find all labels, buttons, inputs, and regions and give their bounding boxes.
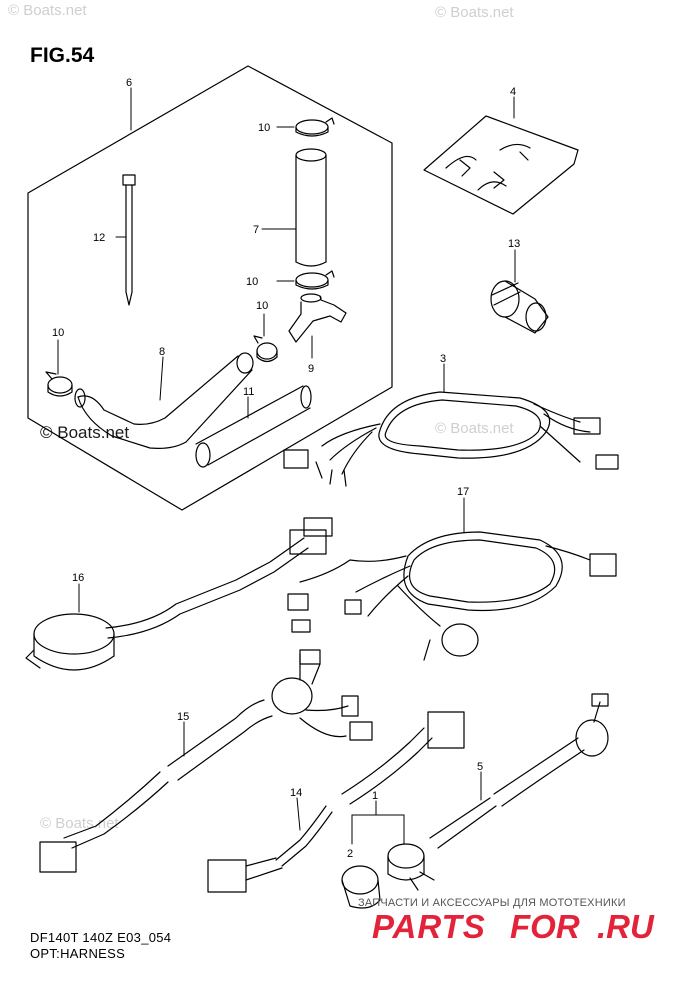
clamp-part-mid <box>295 270 335 290</box>
callout-2: 2 <box>347 848 353 860</box>
socket-2-part <box>341 865 381 909</box>
callout-16: 16 <box>72 572 84 584</box>
watermark-mid-right: © Boats.net <box>435 420 514 437</box>
brand-logo: PARTS FOR .RU <box>372 908 682 950</box>
callout-10-mid: 10 <box>246 276 258 288</box>
buzzer-16-part <box>25 517 333 671</box>
kit-outline <box>27 65 393 511</box>
bag-part <box>423 115 579 215</box>
watermark-top-right: © Boats.net <box>435 4 514 21</box>
t-fitting-part <box>288 293 347 343</box>
callout-10-top: 10 <box>258 122 270 134</box>
callout-5: 5 <box>477 761 483 773</box>
brand-part3: .RU <box>597 908 654 945</box>
footer-model-line: DF140T 140Z E03_054 <box>30 930 172 945</box>
callout-7: 7 <box>253 224 259 236</box>
harness-5-part <box>429 693 609 849</box>
callout-3: 3 <box>440 353 446 365</box>
harness-15-part <box>39 649 373 873</box>
callout-8: 8 <box>159 346 165 358</box>
clamp-part-left <box>45 371 73 397</box>
cable-tie-part <box>122 174 136 306</box>
callout-12: 12 <box>93 232 105 244</box>
harness-centre-part <box>341 711 465 805</box>
callout-10-lower: 10 <box>256 300 268 312</box>
callout-13: 13 <box>508 238 520 250</box>
promo-tagline: ЗАПЧАСТИ И АКСЕССУАРЫ ДЛЯ МОТОТЕХНИКИ <box>358 897 626 909</box>
callout-14: 14 <box>290 787 302 799</box>
bent-hose-part <box>74 352 254 449</box>
callout-labels: 6 10 12 7 10 10 10 8 9 11 4 13 3 17 16 1… <box>52 77 520 860</box>
leader-lines <box>57 87 516 845</box>
harness-3-part <box>283 391 619 487</box>
figure-title: FIG.54 <box>30 44 95 67</box>
straight-hose-part <box>195 385 312 468</box>
brand-part1: PARTS <box>372 908 486 945</box>
callout-4: 4 <box>510 86 516 98</box>
harness-17-part <box>287 531 617 661</box>
callout-9: 9 <box>308 363 314 375</box>
plug-part <box>490 280 549 334</box>
harness-14-part <box>207 805 333 893</box>
callout-10-left: 10 <box>52 327 64 339</box>
watermark-bottom-left: © Boats.net <box>40 815 119 832</box>
tube-part <box>295 148 327 267</box>
callout-6: 6 <box>126 77 132 89</box>
footer-section: OPT:HARNESS <box>30 946 126 961</box>
brand-part2: FOR <box>510 908 580 945</box>
callout-1: 1 <box>372 790 378 802</box>
callout-15: 15 <box>177 711 189 723</box>
callout-17: 17 <box>457 486 469 498</box>
watermark-top-left: © Boats.net <box>8 2 87 19</box>
callout-11: 11 <box>243 386 254 398</box>
socket-1-part <box>387 843 435 891</box>
clamp-part-top <box>295 117 335 137</box>
clamp-part-lower <box>253 335 278 363</box>
